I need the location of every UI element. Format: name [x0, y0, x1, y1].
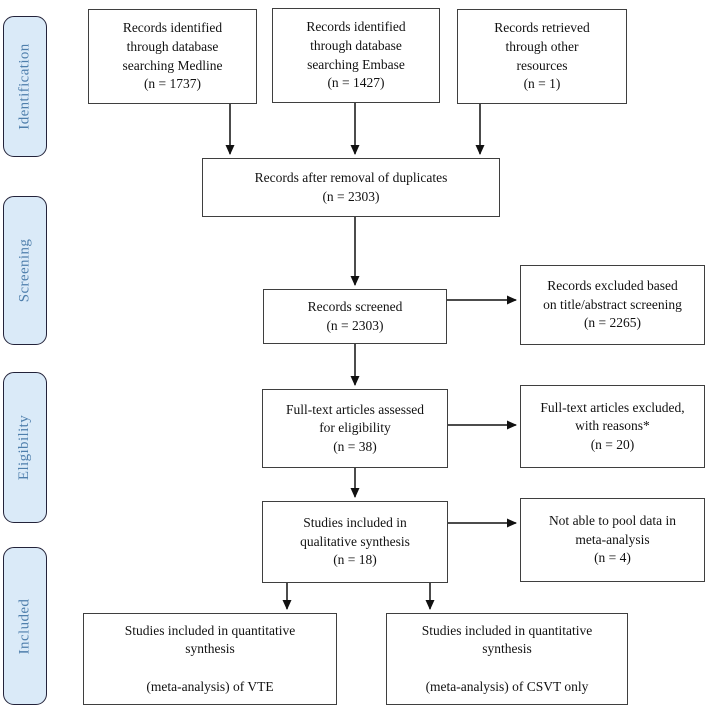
box-records-screened: Records screened (n = 2303) — [263, 289, 447, 344]
box-quantitative-csvt: Studies included in quantitative synthes… — [386, 613, 628, 705]
stage-label-text: Eligibility — [16, 414, 33, 481]
box-qualitative-synthesis: Studies included in qualitative synthesi… — [262, 501, 448, 583]
box-records-embase: Records identified through database sear… — [272, 8, 440, 103]
box-quantitative-vte: Studies included in quantitative synthes… — [83, 613, 337, 705]
box-records-excluded-screening: Records excluded based on title/abstract… — [520, 265, 705, 345]
box-not-pooled: Not able to pool data in meta-analysis (… — [520, 498, 705, 582]
box-fulltext-excluded: Full-text articles excluded, with reason… — [520, 385, 705, 468]
box-fulltext-assessed: Full-text articles assessed for eligibil… — [262, 389, 448, 468]
stage-label-text: Identification — [16, 43, 33, 130]
stage-label-text: Screening — [16, 238, 33, 303]
stage-label-included: Included — [3, 547, 47, 705]
box-records-other-resources: Records retrieved through other resource… — [457, 9, 627, 104]
stage-label-eligibility: Eligibility — [3, 372, 47, 523]
box-records-after-duplicates: Records after removal of duplicates (n =… — [202, 158, 500, 217]
stage-label-identification: Identification — [3, 16, 47, 157]
stage-label-screening: Screening — [3, 196, 47, 345]
stage-label-text: Included — [16, 598, 33, 654]
box-records-medline: Records identified through database sear… — [88, 9, 257, 104]
